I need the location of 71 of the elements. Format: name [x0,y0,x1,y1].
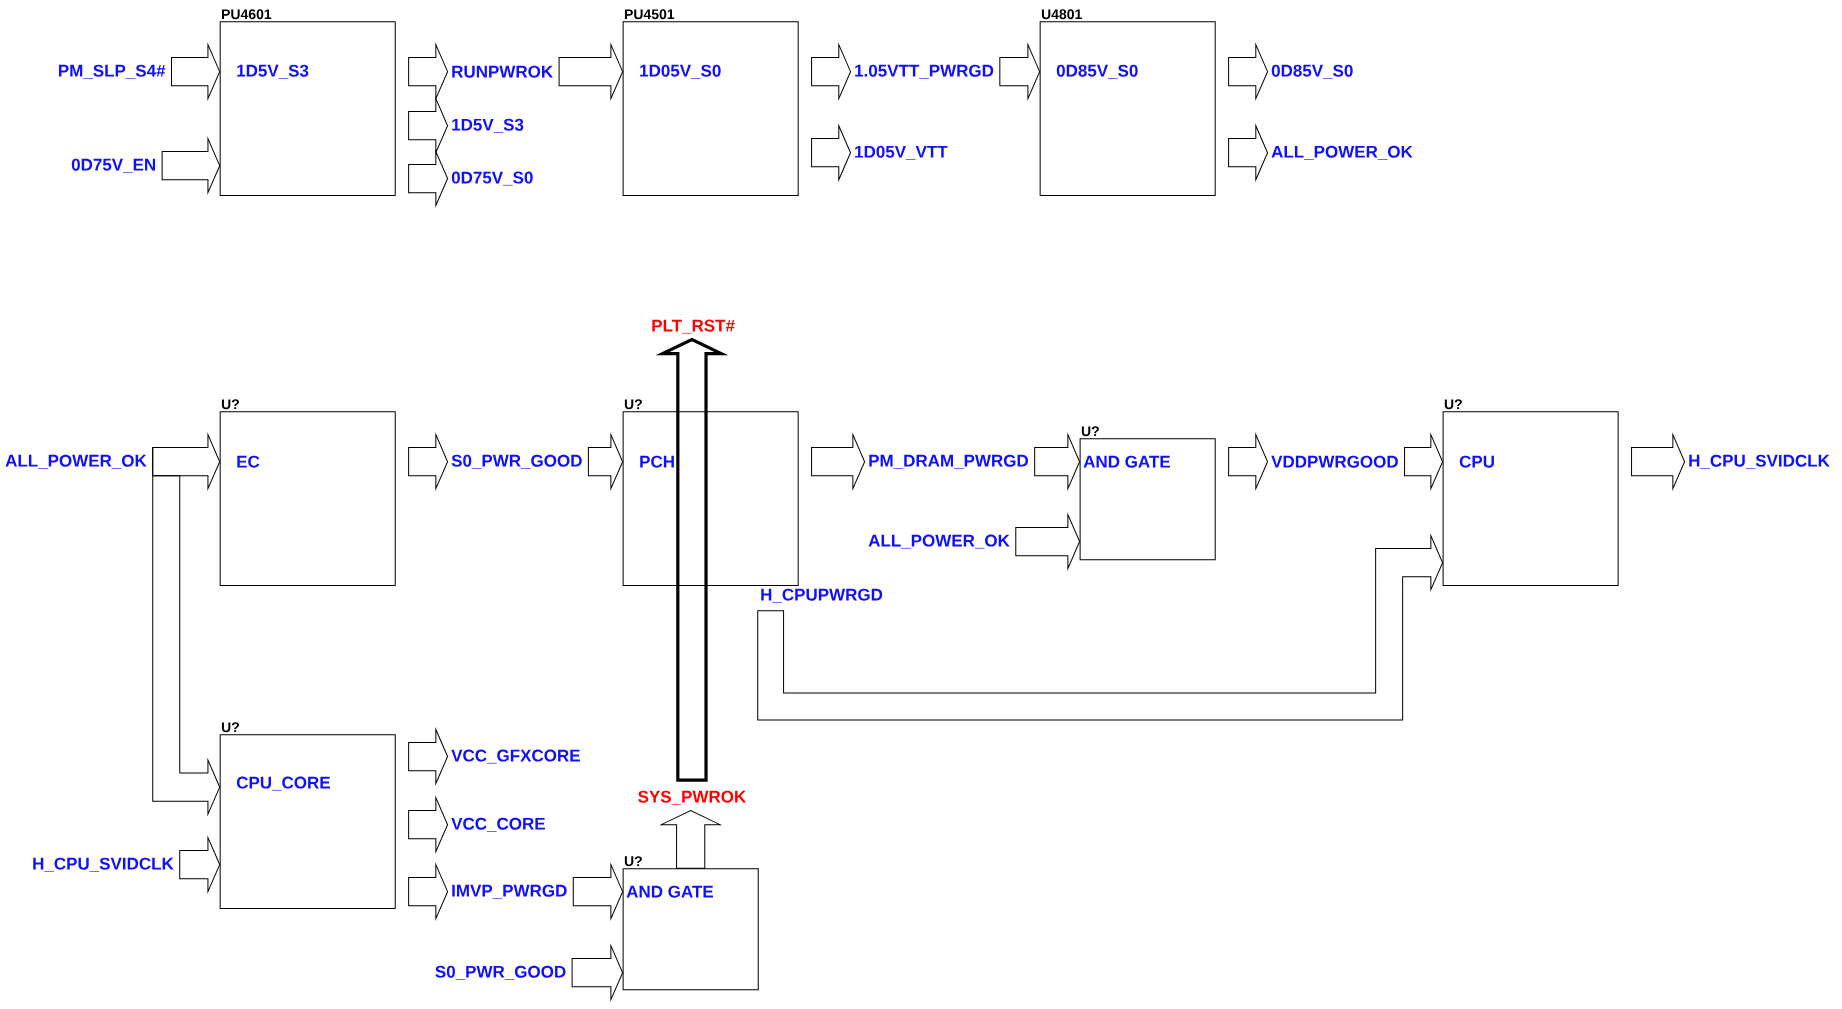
signal-label: 0D75V_EN [71,158,156,173]
block-arrow [811,125,852,181]
block-arrow [408,434,449,490]
signal-label: 1D05V_VTT [855,145,948,160]
block-arrow [408,797,449,853]
signal-label: H_CPU_SVIDCLK [33,857,174,872]
block-arrow [811,434,866,490]
block-box: CPU_CORE [219,734,396,909]
block-arrow [1015,513,1081,569]
signal-label: PM_SLP_S4# [59,64,166,79]
part-designator: U? [1081,426,1099,437]
signal-label: RUNPWROK [452,65,553,78]
block-arrow [171,44,221,100]
block-arrow [179,837,221,893]
bus-arrow [152,434,221,490]
block-arrow [572,864,624,920]
signal-label: IMVP_PWRGD [452,884,567,899]
signal-label: S0_PWR_GOOD [435,965,566,980]
signal-label: ALL_POWER_OK [5,454,147,469]
block-arrow [408,728,449,784]
block-box: 1D5V_S3 [219,21,396,196]
part-designator: U? [1444,399,1462,410]
block-arrow [408,864,449,920]
bus-arrow [757,535,1444,721]
signal-label: ALL_POWER_OK [1271,145,1413,160]
block-arrow [811,44,852,100]
part-designator: PU4501 [624,9,675,20]
block-box: PCH [622,411,799,586]
signal-label: VCC_CORE [451,817,545,832]
thick-block-arrow [655,337,729,782]
signal-label: SYS_PWROK [638,790,747,805]
signal-label: ALL_POWER_OK [868,534,1010,549]
signal-label: PM_DRAM_PWRGD [869,454,1029,469]
signal-label: 1.05VTT_PWRGD [855,64,994,79]
part-designator: U? [221,399,239,410]
block-arrow [161,138,221,194]
block-box: 1D05V_S0 [622,21,799,196]
signal-label: VCC_GFXCORE [451,749,580,764]
block-arrow [660,809,721,869]
bus-arrow [152,447,221,815]
block-arrow [1228,434,1269,490]
block-arrow [1228,125,1269,181]
signal-label: S0_PWR_GOOD [451,454,582,469]
part-designator: U? [221,722,239,733]
block-arrow [571,945,624,1001]
signal-label: 1D5V_S3 [452,118,524,133]
block-box: AND GATE [1079,438,1216,561]
signal-label: 0D75V_S0 [451,171,533,186]
signal-label: 0D85V_S0 [1271,64,1353,79]
block-arrow [587,434,624,490]
block-arrow [1404,434,1444,490]
block-arrow [999,44,1041,100]
part-designator: U? [624,856,642,867]
block-arrow [408,44,449,100]
part-designator: PU4601 [222,9,272,20]
block-box: CPU [1442,411,1619,586]
signal-label: PLT_RST# [652,319,735,334]
part-designator: U? [624,399,642,410]
block-arrow [1034,434,1081,490]
signal-label: VDDPWRGOOD [1271,455,1398,468]
block-arrow [408,150,449,206]
signal-label: H_CPUPWRGD [761,588,883,603]
signal-label: H_CPU_SVIDCLK [1689,454,1830,469]
block-arrow [558,44,624,100]
block-arrow [1228,44,1269,100]
block-arrow [1631,434,1686,490]
block-arrow [408,98,449,154]
block-box: 0D85V_S0 [1039,21,1216,196]
block-box: EC [219,411,396,586]
block-box: AND GATE [622,868,759,991]
part-designator: U4801 [1041,9,1082,20]
